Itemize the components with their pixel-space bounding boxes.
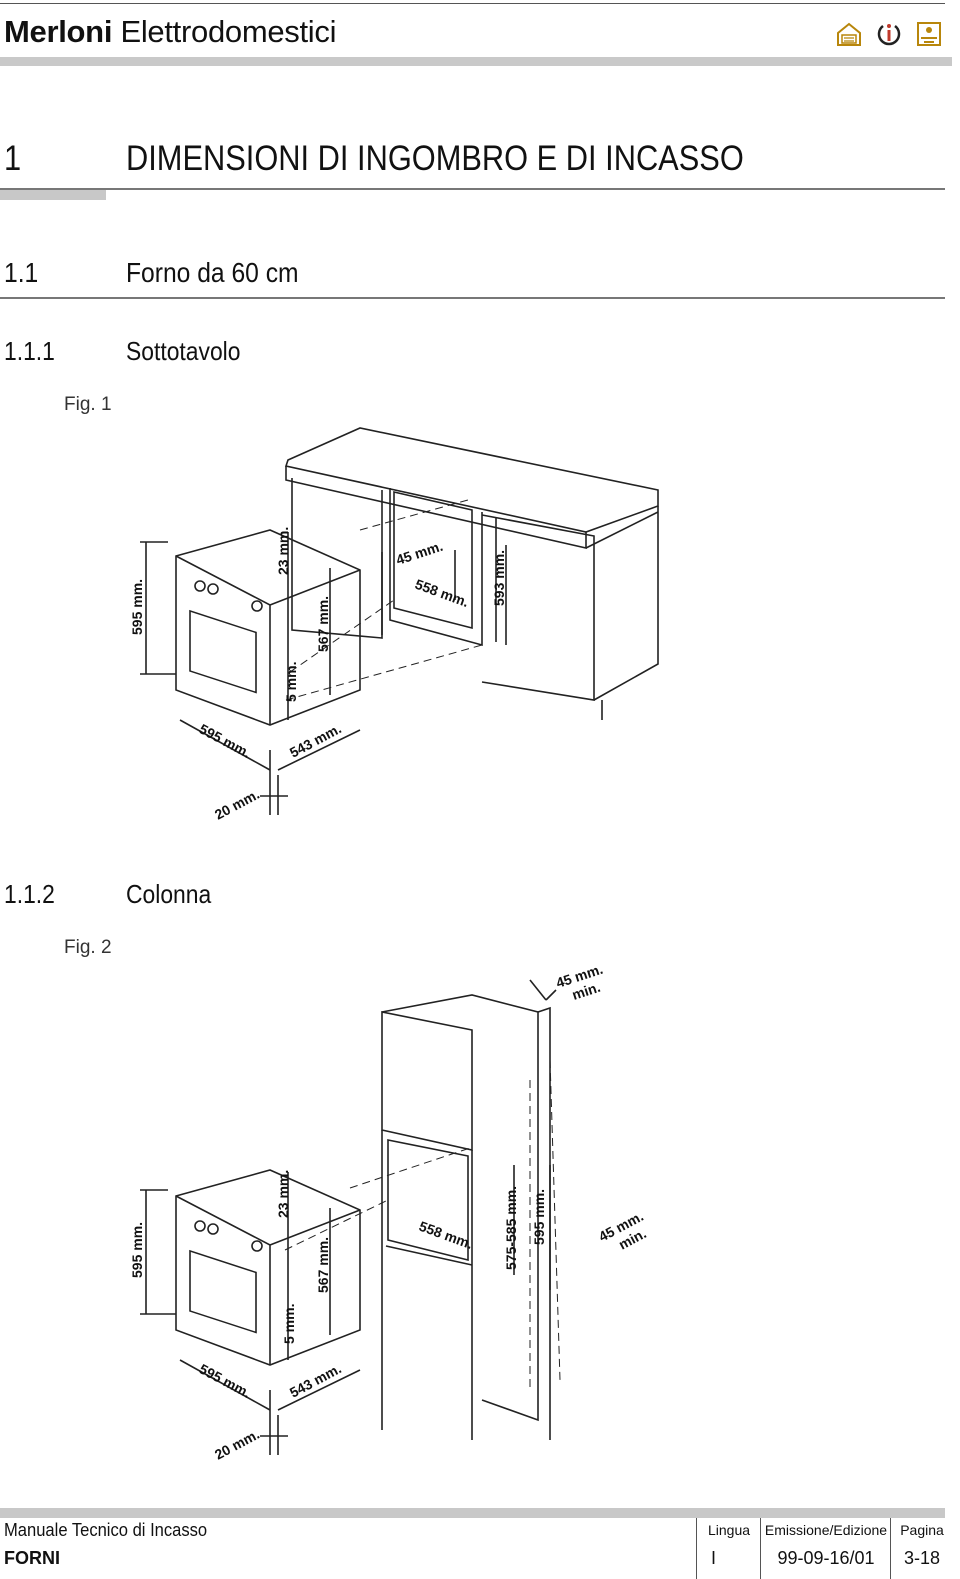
footer-emissione-value: 99-09-16/01: [777, 1548, 875, 1568]
footer-lingua-value: I: [711, 1548, 717, 1568]
sub2-title: Colonna: [126, 879, 212, 909]
footer-lingua: Lingua I: [696, 1518, 761, 1579]
fig1-label-h593: 593 mm.: [491, 550, 507, 606]
footer-lingua-label: Lingua: [707, 1522, 751, 1538]
fig1-label-d567: 567 mm.: [315, 596, 331, 652]
fig1-label-w20: 20 mm.: [212, 786, 262, 823]
sub1-title: Sottotavolo: [126, 336, 241, 366]
footer-manual: Manuale Tecnico di Incasso: [4, 1520, 208, 1540]
subsection-rule: [0, 297, 945, 299]
fig1-label-d23: 23 mm.: [275, 527, 291, 575]
fig1-label-h595: 595 mm.: [129, 579, 145, 635]
header-bar: [0, 57, 952, 66]
header-top-rule: [0, 3, 945, 4]
footer-bar: [0, 1508, 945, 1518]
brand-title: Merloni Elettrodomestici: [4, 14, 337, 49]
section-number: 1: [4, 139, 22, 178]
section-rule: [0, 188, 945, 190]
fig1-label-w595: 595 mm.: [197, 721, 254, 761]
footer: Manuale Tecnico di Incasso FORNI Lingua …: [0, 1518, 945, 1579]
fig2-caption: Fig. 2: [64, 937, 112, 958]
footer-pagina-value: 3-18: [903, 1548, 941, 1568]
fig2-diagram: 45 mm. min. 595 mm. 23 mm. 567 mm. 5 mm.…: [129, 961, 649, 1463]
options-icon[interactable]: [916, 21, 942, 47]
fig2-label-w558: 558 mm.: [417, 1218, 475, 1252]
section-bar: [0, 190, 106, 200]
fig2-label-w595: 595 mm.: [197, 1361, 254, 1401]
info-icon[interactable]: [876, 21, 902, 47]
fig2-label-d567: 567 mm.: [315, 1237, 331, 1293]
subsection-title: Forno da 60 cm: [126, 257, 299, 288]
fig2-label-d23: 23 mm.: [275, 1170, 291, 1218]
fig1-diagram: 595 mm. 23 mm. 567 mm. 5 mm. 595 mm. 543…: [129, 427, 659, 823]
fig1-caption: Fig. 1: [64, 394, 112, 415]
footer-emissione-label: Emissione/Edizione: [764, 1522, 888, 1538]
subsection-number: 1.1: [4, 257, 39, 288]
header-icons: [836, 21, 948, 49]
fig2-label-h595b: 595 mm.: [531, 1189, 547, 1245]
footer-product: FORNI: [4, 1548, 60, 1568]
fig2-label-w20: 20 mm.: [212, 1426, 262, 1463]
fig2-label-d5: 5 mm.: [281, 1304, 297, 1344]
section-title: DIMENSIONI DI INGOMBRO E DI INCASSO: [126, 139, 744, 178]
footer-pagina-label: Pagina: [900, 1522, 944, 1538]
sub2-number: 1.1.2: [4, 879, 55, 909]
fig2-label-h595: 595 mm.: [129, 1222, 145, 1278]
footer-emissione: Emissione/Edizione 99-09-16/01: [760, 1518, 891, 1579]
fig1-label-d5: 5 mm.: [283, 662, 299, 702]
fig2-label-h575: 575-585 mm.: [503, 1186, 519, 1270]
fig1-label-w558: 558 mm.: [413, 576, 471, 610]
fig1-label-w543: 543 mm.: [287, 720, 344, 760]
fig1-label-g45: 45 mm.: [394, 538, 445, 568]
fig2-label-w543: 543 mm.: [287, 1360, 344, 1400]
footer-pagina: Pagina 3-18: [890, 1518, 953, 1579]
sub1-number: 1.1.1: [4, 336, 55, 366]
house-icon[interactable]: [836, 21, 862, 47]
